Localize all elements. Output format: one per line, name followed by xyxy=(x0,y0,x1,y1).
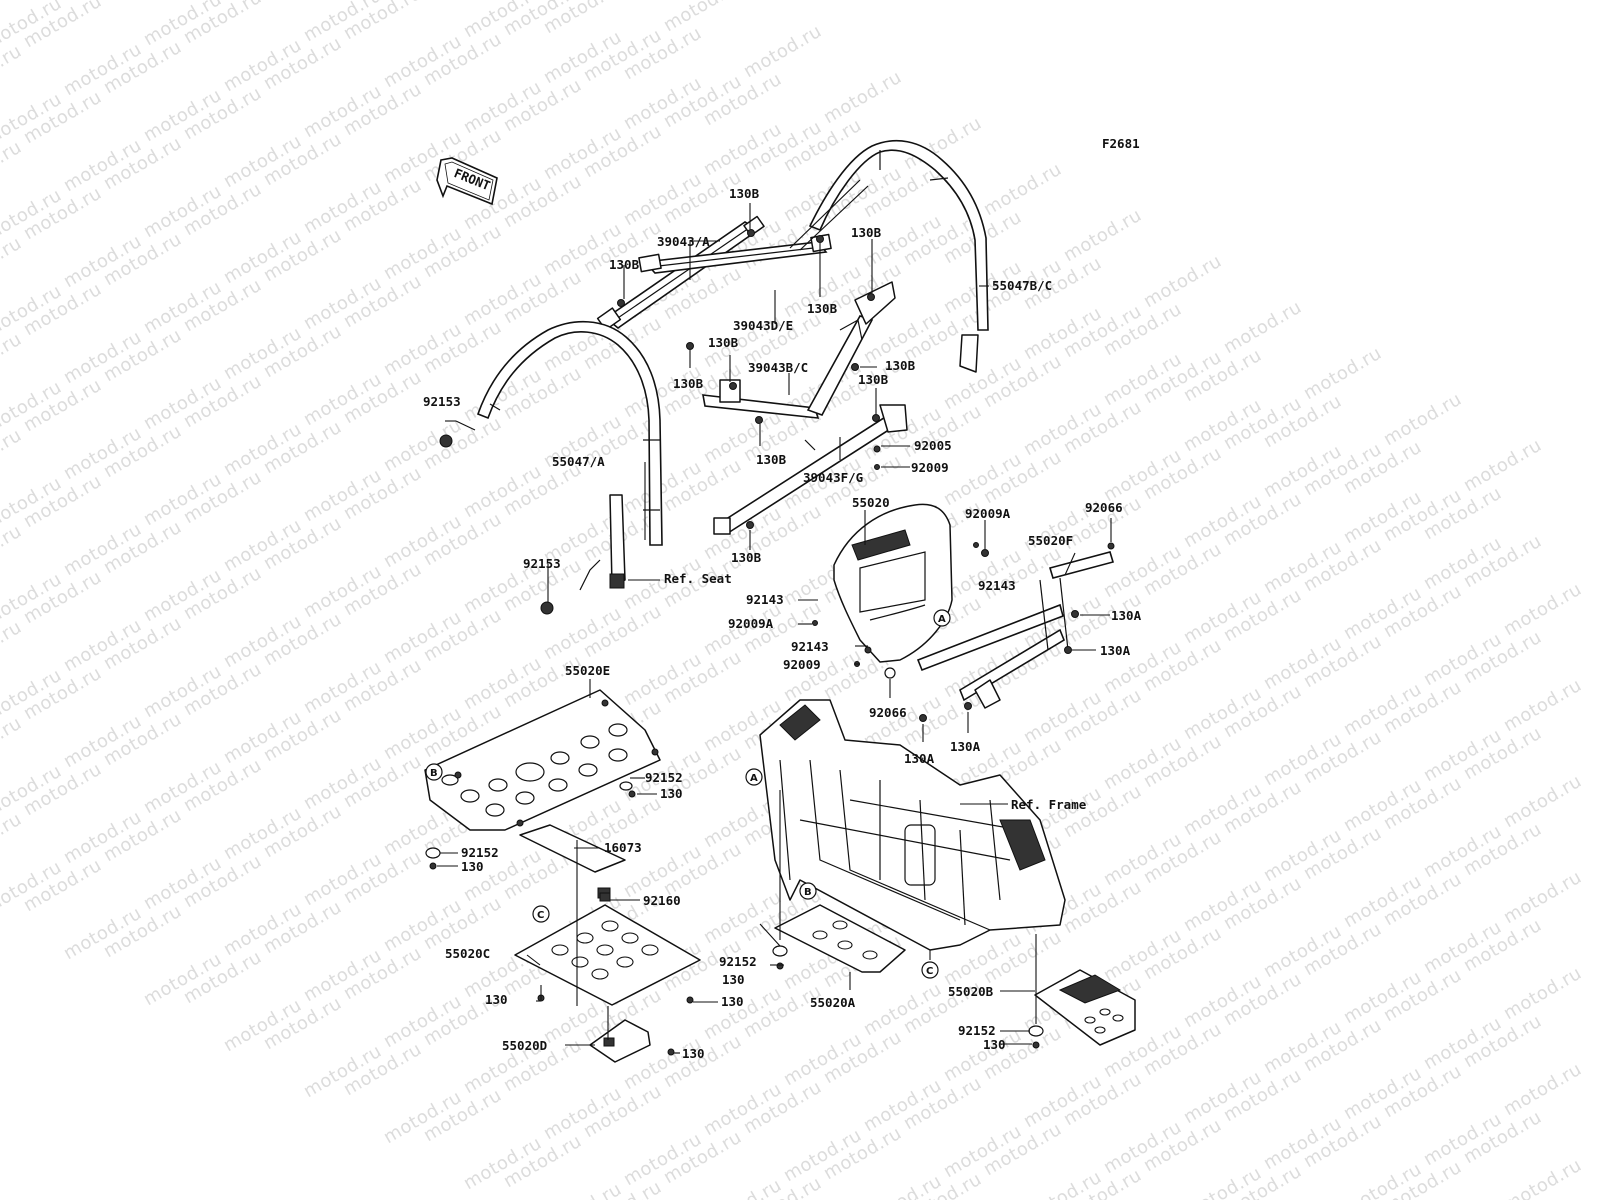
callout-b-plate-label: B xyxy=(430,768,438,779)
part-label-92066: 92066 xyxy=(1085,500,1123,515)
part-label-92152: 92152 xyxy=(645,770,683,785)
callout-a-frame: A xyxy=(745,768,763,786)
part-label-55047a: 55047/A xyxy=(552,454,605,469)
part-label-130b: 130B xyxy=(756,452,787,467)
ref-frame-label: Ref. Frame xyxy=(1011,797,1087,812)
skid-plate-55020c xyxy=(514,887,701,1006)
part-label-92009a: 92009A xyxy=(965,506,1011,521)
roll-bar-front-55047a xyxy=(476,321,663,591)
part-label-130: 130 xyxy=(722,972,745,987)
part-label-92066: 92066 xyxy=(869,705,907,720)
part-label-55020a: 55020A xyxy=(810,995,856,1010)
part-label-92160: 92160 xyxy=(643,893,681,908)
part-label-130: 130 xyxy=(721,994,744,1009)
callout-c-skid: C xyxy=(532,905,550,923)
dash-panel-55020 xyxy=(833,503,953,663)
part-label-55047bc: 55047B/C xyxy=(992,278,1052,293)
front-arrow-icon: FRONT xyxy=(436,157,498,206)
part-label-92143: 92143 xyxy=(791,639,829,654)
part-labels: 130B 39043/A 130B 130B 130B 39043D/E 550… xyxy=(423,186,1142,1061)
part-label-130b: 130B xyxy=(708,335,739,350)
part-label-130: 130 xyxy=(660,786,683,801)
part-label-16073: 16073 xyxy=(604,840,642,855)
part-label-55020f: 55020F xyxy=(1028,533,1073,548)
tube-bracket-55020f xyxy=(916,551,1115,709)
part-label-92009: 92009 xyxy=(783,657,821,672)
figure-code: F2681 xyxy=(1102,136,1140,151)
skid-plate-55020d xyxy=(589,1019,651,1063)
part-label-130b: 130B xyxy=(807,301,838,316)
floor-plate-55020e xyxy=(424,689,661,831)
callout-a-top: A xyxy=(933,609,951,627)
part-label-92005: 92005 xyxy=(914,438,952,453)
fasteners xyxy=(425,229,1115,1056)
part-label-130b: 130B xyxy=(673,376,704,391)
part-label-130b: 130B xyxy=(609,257,640,272)
ref-seat-label: Ref. Seat xyxy=(664,571,732,586)
part-label-130a: 130A xyxy=(904,751,935,766)
part-label-130b: 130B xyxy=(858,372,889,387)
pad-16073 xyxy=(519,824,626,873)
part-label-55020: 55020 xyxy=(852,495,890,510)
part-label-92152: 92152 xyxy=(461,845,499,860)
part-label-92009: 92009 xyxy=(911,460,949,475)
part-label-130: 130 xyxy=(461,859,484,874)
part-label-92153: 92153 xyxy=(523,556,561,571)
callout-a-top-label: A xyxy=(938,614,946,625)
part-label-92152: 92152 xyxy=(958,1023,996,1038)
part-label-55020c: 55020C xyxy=(445,946,490,961)
part-label-92153: 92153 xyxy=(423,394,461,409)
skid-plate-55020b xyxy=(1034,969,1136,1046)
roll-bar-rear-55047bc xyxy=(789,139,989,373)
callout-a-frame-label: A xyxy=(750,773,758,784)
callout-b-frame-label: B xyxy=(804,887,812,898)
part-label-39043bc: 39043B/C xyxy=(748,360,808,375)
part-label-130: 130 xyxy=(682,1046,705,1061)
part-label-92143: 92143 xyxy=(978,578,1016,593)
part-label-130b: 130B xyxy=(851,225,882,240)
part-label-55020e: 55020E xyxy=(565,663,610,678)
part-label-130: 130 xyxy=(983,1037,1006,1052)
part-label-130b: 130B xyxy=(729,186,760,201)
part-label-39043a: 39043/A xyxy=(657,234,710,249)
part-label-55020b: 55020B xyxy=(948,984,994,999)
skid-plate-55020a xyxy=(774,904,906,973)
part-label-55020d: 55020D xyxy=(502,1038,547,1053)
part-label-39043de: 39043D/E xyxy=(733,318,793,333)
part-label-92143: 92143 xyxy=(746,592,784,607)
leader-lines xyxy=(437,203,1112,1054)
part-label-130a: 130A xyxy=(1111,608,1142,623)
callout-c-frame: C xyxy=(921,961,939,979)
callout-c-skid-label: C xyxy=(537,910,544,921)
side-bar-39043bc xyxy=(702,281,896,419)
callout-b-frame: B xyxy=(799,882,817,900)
callout-c-frame-label: C xyxy=(926,966,933,977)
part-label-39043fg: 39043F/G xyxy=(803,470,863,485)
part-label-130a: 130A xyxy=(950,739,981,754)
main-frame xyxy=(759,699,1066,951)
callout-b-plate: B xyxy=(425,763,443,781)
part-label-92009a: 92009A xyxy=(728,616,774,631)
part-label-130b: 130B xyxy=(731,550,762,565)
part-label-130: 130 xyxy=(485,992,508,1007)
side-bar-39043fg xyxy=(713,404,908,535)
part-label-130b: 130B xyxy=(885,358,916,373)
part-label-130a: 130A xyxy=(1100,643,1131,658)
part-label-92152: 92152 xyxy=(719,954,757,969)
